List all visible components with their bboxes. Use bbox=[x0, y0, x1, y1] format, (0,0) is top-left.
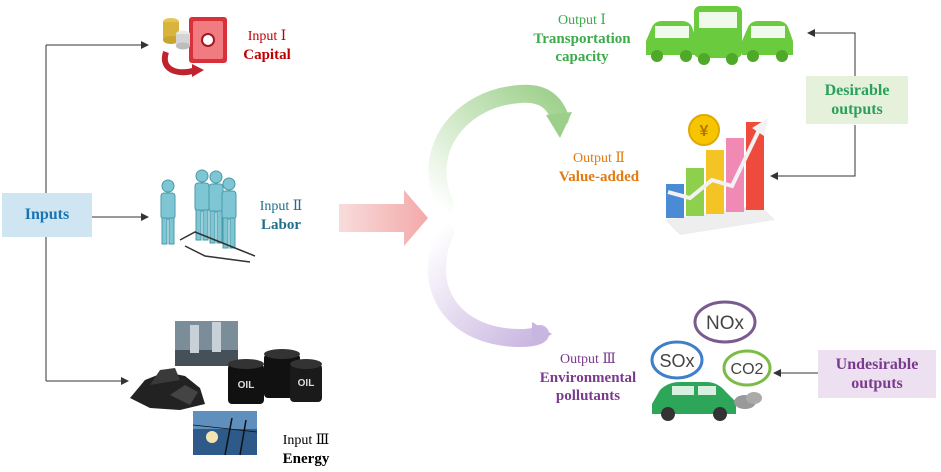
input-1-name: Capital bbox=[243, 46, 291, 63]
output-1-name-line2: capacity bbox=[555, 49, 609, 66]
sox-label: SOx bbox=[659, 351, 694, 371]
power-lines-image bbox=[192, 411, 258, 456]
output-pollutants-label: Output Ⅲ Environmental pollutants bbox=[530, 351, 646, 406]
output-2-prefix: Output Ⅱ bbox=[573, 151, 625, 166]
inputs-label: Inputs bbox=[24, 206, 70, 224]
input-3-name: Energy bbox=[282, 450, 330, 467]
undesirable-outputs-box: Undesirable outputs bbox=[818, 350, 936, 398]
sox-cloud-icon: SOx bbox=[650, 340, 704, 380]
undesirable-line2: outputs bbox=[851, 375, 903, 392]
transportation-vehicles-icon bbox=[646, 6, 793, 65]
nox-label: NOx bbox=[706, 313, 745, 334]
input-1-prefix: Input Ⅰ bbox=[247, 29, 287, 44]
input-3-prefix: Input Ⅲ bbox=[282, 433, 330, 448]
input-2-prefix: Input Ⅱ bbox=[259, 199, 303, 214]
labor-floor-lines bbox=[179, 231, 256, 257]
yen-symbol: ¥ bbox=[700, 123, 709, 140]
co2-label: CO2 bbox=[731, 361, 764, 378]
inputs-box: Inputs bbox=[2, 193, 92, 237]
input-capital-label: Input Ⅰ Capital bbox=[232, 28, 302, 64]
nox-cloud-icon: NOx bbox=[693, 300, 757, 344]
output-3-name-line1: Environmental bbox=[539, 369, 637, 386]
output-transportation-label: Output Ⅰ Transportation capacity bbox=[518, 12, 646, 67]
labor-people-icon bbox=[160, 169, 237, 249]
undesirable-line1: Undesirable bbox=[835, 355, 919, 373]
input-2-name: Labor bbox=[260, 216, 301, 233]
undesirable-curve-arrow bbox=[427, 223, 552, 348]
coal-pile-icon bbox=[130, 368, 205, 410]
output-2-name: Value-added bbox=[558, 168, 640, 185]
oil-label-2: OIL bbox=[298, 378, 315, 389]
power-plant-image bbox=[175, 321, 238, 366]
desirable-line2: outputs bbox=[831, 101, 883, 118]
input-labor-label: Input Ⅱ Labor bbox=[248, 198, 314, 234]
output-1-prefix: Output Ⅰ bbox=[558, 13, 606, 28]
output-3-name-line2: pollutants bbox=[555, 388, 621, 405]
desirable-outputs-box: Desirable outputs bbox=[806, 76, 908, 124]
input-energy-label: Input Ⅲ Energy bbox=[270, 432, 342, 468]
output-value-added-label: Output Ⅱ Value-added bbox=[540, 150, 658, 186]
oil-label-1: OIL bbox=[238, 380, 255, 391]
oil-barrels-icon: OIL OIL bbox=[228, 349, 322, 404]
desirable-line1: Desirable bbox=[824, 81, 890, 99]
co2-cloud-icon: CO2 bbox=[722, 349, 772, 387]
capital-safe-icon bbox=[161, 17, 227, 77]
output-1-name-line1: Transportation bbox=[533, 30, 631, 47]
polluting-car-icon bbox=[652, 382, 762, 421]
value-added-chart-icon: ¥ bbox=[665, 114, 775, 235]
output-3-prefix: Output Ⅲ bbox=[560, 352, 616, 367]
desirable-curve-arrow bbox=[428, 84, 572, 214]
process-arrow bbox=[339, 190, 428, 246]
